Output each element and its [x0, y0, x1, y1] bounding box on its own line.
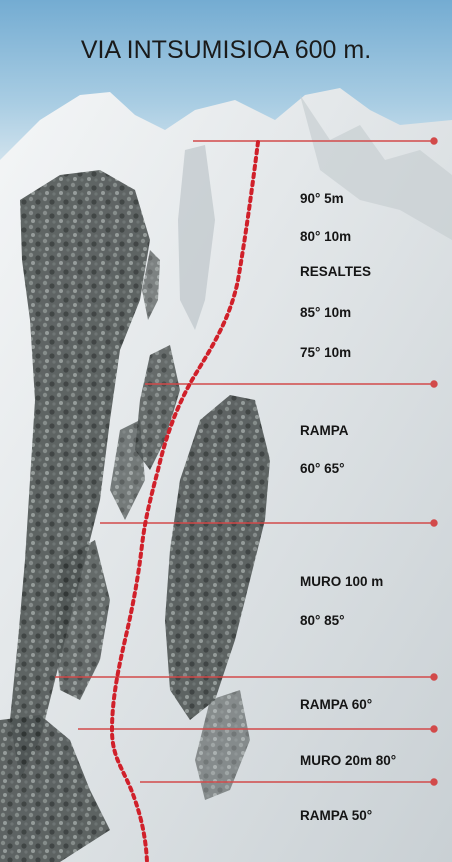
section-label: RESALTES — [300, 264, 371, 279]
section-label: 75° 10m — [300, 345, 351, 360]
section-label: RAMPA 60° — [300, 697, 372, 712]
route-title: VIA INTSUMISIOA 600 m. — [0, 36, 452, 65]
section-label: 80° 85° — [300, 613, 345, 628]
section-label: MURO 100 m — [300, 574, 383, 589]
section-label: 60° 65° — [300, 461, 345, 476]
section-label: 90° 5m — [300, 191, 344, 206]
section-label: 85° 10m — [300, 305, 351, 320]
section-label: MURO 20m 80° — [300, 753, 396, 768]
section-label: RAMPA — [300, 423, 349, 438]
section-label: RAMPA 50° — [300, 808, 372, 823]
section-label: 80° 10m — [300, 229, 351, 244]
